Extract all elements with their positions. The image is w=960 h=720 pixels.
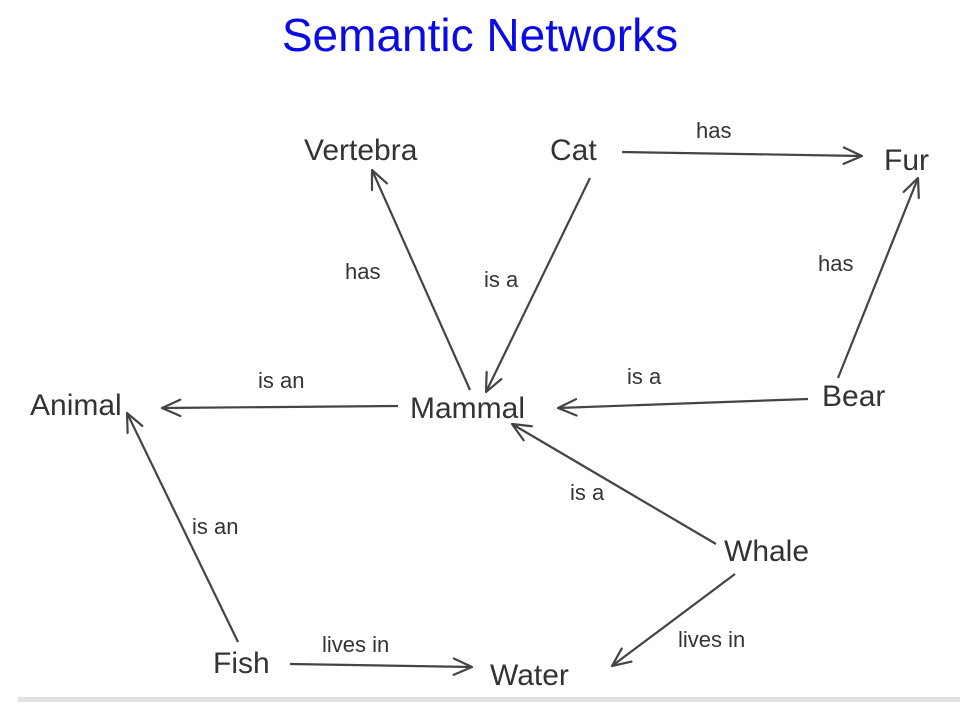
edge-bear-mammal xyxy=(557,397,809,410)
edge-label-cat-fur: has xyxy=(696,118,731,143)
edge-cat-mammal xyxy=(485,177,591,393)
edge-label-bear-fur: has xyxy=(818,251,853,276)
edge-fish-animal xyxy=(126,412,239,643)
node-water: Water xyxy=(490,659,569,692)
edge-mammal-vertebra xyxy=(370,169,472,391)
node-fur: Fur xyxy=(884,144,929,177)
edge-label-fish-water: lives in xyxy=(322,632,389,657)
arrowhead-fish-animal xyxy=(125,411,144,435)
edge-whale-water xyxy=(611,573,736,667)
node-cat: Cat xyxy=(550,134,597,167)
arrowhead-cat-fur xyxy=(842,146,864,165)
edge-label-bear-mammal: is a xyxy=(627,364,662,389)
node-mammal: Mammal xyxy=(410,392,525,425)
edge-label-whale-mammal: is a xyxy=(570,480,605,505)
edge-label-whale-water: lives in xyxy=(678,627,745,652)
nodes-layer: Vertebra Cat Fur Animal Mammal Bear Whal… xyxy=(30,134,929,692)
page-title: Semantic Networks xyxy=(281,9,679,61)
edge-label-mammal-vertebra: has xyxy=(345,259,380,284)
edge-label-mammal-animal: is an xyxy=(258,368,304,393)
edges-layer xyxy=(125,146,920,676)
edge-bear-fur xyxy=(836,177,920,379)
node-bear: Bear xyxy=(822,380,885,413)
arrowhead-fish-water xyxy=(452,657,474,676)
bottom-divider xyxy=(18,697,960,702)
node-fish: Fish xyxy=(213,647,270,680)
edge-label-fish-animal: is an xyxy=(192,514,238,539)
arrowhead-whale-water xyxy=(610,647,633,668)
node-vertebra: Vertebra xyxy=(304,134,418,167)
edge-whale-mammal xyxy=(511,423,717,545)
arrowhead-whale-mammal xyxy=(510,422,533,442)
node-animal: Animal xyxy=(30,389,122,422)
arrowhead-mammal-vertebra xyxy=(370,168,388,192)
edge-cat-fur xyxy=(621,150,863,158)
arrowhead-bear-mammal xyxy=(556,398,578,417)
edge-labels-layer: has has is a has is an is a is a is an lives in l… xyxy=(192,118,853,657)
arrowhead-bear-fur xyxy=(902,176,920,200)
arrowhead-cat-mammal xyxy=(484,370,503,394)
edge-fish-water xyxy=(289,662,473,669)
edge-mammal-animal xyxy=(161,404,399,410)
edge-label-cat-mammal: is a xyxy=(484,267,519,292)
node-whale: Whale xyxy=(724,535,809,568)
arrowhead-mammal-animal xyxy=(160,398,182,418)
